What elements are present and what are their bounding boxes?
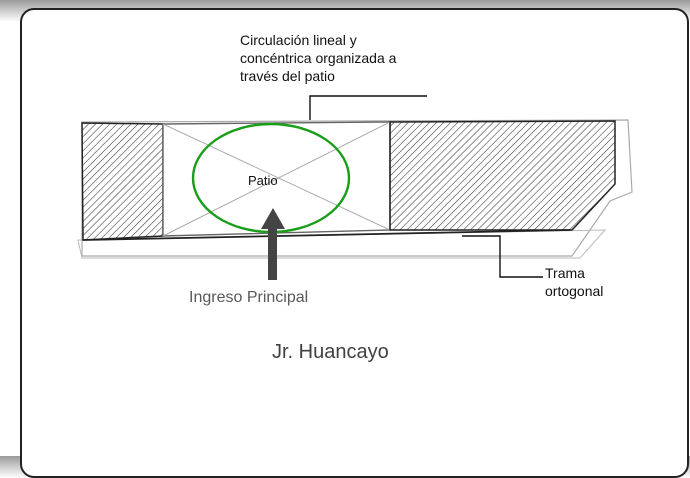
entrance-arrow-shaft — [268, 226, 277, 280]
slide-card — [20, 8, 689, 478]
patio-diagonal-1 — [162, 123, 391, 231]
circulation-label-line-2: concéntrica organizada a — [240, 50, 397, 66]
grid-label-line-1: Trama — [545, 265, 585, 281]
left-building-block — [81, 122, 164, 241]
street-label: Jr. Huancayo — [272, 341, 389, 363]
circulation-label-line-1: Circulación lineal y — [240, 32, 357, 48]
grid-leader-line — [462, 235, 543, 278]
entrance-arrow-head — [261, 208, 285, 229]
right-building-block — [389, 120, 616, 231]
grid-label: Trama ortogonal — [545, 264, 603, 300]
circulation-label: Circulación lineal y concéntrica organiz… — [240, 31, 470, 85]
circulation-leader-line — [309, 95, 427, 120]
site-plan — [77, 95, 633, 280]
front-wall-line — [82, 229, 571, 241]
grid-label-line-2: ortogonal — [545, 283, 604, 299]
patio-label: Patio — [248, 173, 278, 188]
entrance-label: Ingreso Principal — [189, 289, 309, 306]
patio-diagonal-2 — [162, 121, 391, 237]
circulation-label-line-3: través del patio — [240, 68, 335, 84]
